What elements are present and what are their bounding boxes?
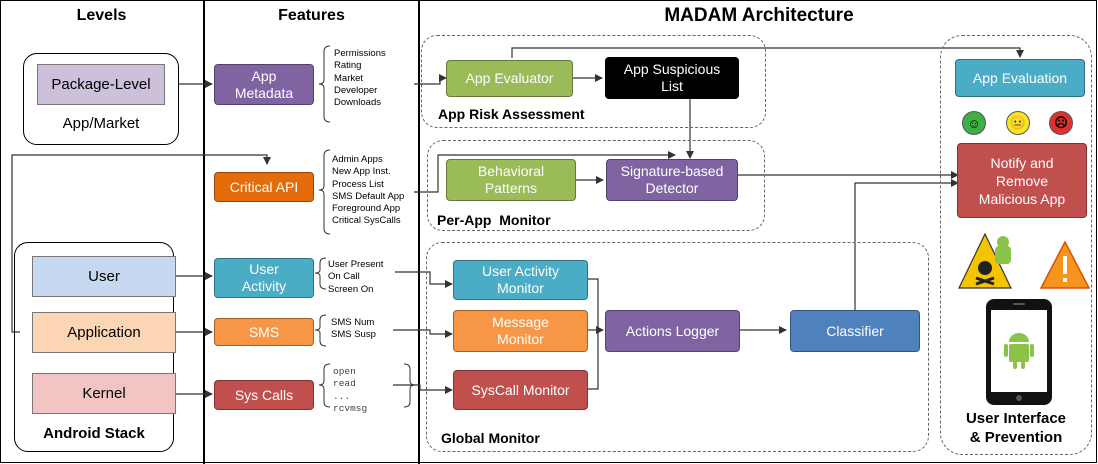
app-risk-assessment-label: App Risk Assessment: [438, 106, 585, 122]
warning-triangle-icon: [1039, 240, 1090, 289]
brace-api: [318, 149, 331, 235]
app-suspicious-list-box: App Suspicious List: [605, 57, 739, 99]
brace-metadata: [318, 45, 331, 123]
notify-remove-box: Notify and Remove Malicious App: [957, 143, 1087, 218]
metadata-list: Permissions Rating Market Developer Down…: [334, 48, 386, 109]
sys-calls-box: Sys Calls: [214, 380, 314, 410]
message-monitor-box: Message Monitor: [453, 310, 588, 352]
kernel-level-box: Kernel: [32, 373, 176, 414]
syscall-list: open read ... rcvmsg: [333, 366, 368, 414]
line-activity-merge: [588, 278, 599, 330]
brace-sms: [314, 314, 327, 347]
smartphone-icon: [986, 299, 1052, 405]
neutral-face-icon: 😐: [1006, 111, 1030, 135]
brace-syscall-right: [403, 363, 416, 408]
sms-box: SMS: [214, 318, 314, 346]
classifier-box: Classifier: [790, 310, 920, 352]
arrow-activity-monitor: [395, 271, 453, 288]
global-monitor-label: Global Monitor: [441, 430, 540, 446]
ui-prevention-label: User Interface & Prevention: [965, 410, 1067, 446]
android-icon: [1004, 333, 1034, 369]
app-evaluator-box: App Evaluator: [446, 60, 573, 97]
ui-prevention-frame: [940, 35, 1092, 455]
user-level-box: User: [32, 256, 176, 297]
arrow-classifier-notify: [854, 179, 959, 310]
per-app-monitor-frame: [427, 140, 765, 231]
user-activity-box: User Activity: [214, 258, 314, 298]
warning-icons: [958, 232, 1090, 289]
arrow-api-per-app: [414, 151, 676, 193]
per-app-monitor-label: Per-App Monitor: [437, 212, 551, 228]
brace-syscall: [318, 363, 331, 408]
app-market-frame: [23, 53, 179, 145]
sad-face-icon: ☹: [1049, 111, 1073, 135]
package-level-box: Package-Level: [37, 64, 165, 105]
user-activity-monitor-box: User Activity Monitor: [453, 260, 588, 300]
sms-list: SMS Num SMS Susp: [331, 317, 376, 341]
architecture-header: MADAM Architecture: [664, 5, 854, 26]
arrow-list-evaluator: [414, 74, 447, 85]
app-metadata-box: App Metadata: [214, 64, 314, 105]
syscall-monitor-box: SysCall Monitor: [453, 370, 588, 410]
signature-detector-box: Signature-based Detector: [606, 159, 738, 201]
arrow-evaluator-appevaluation: [511, 47, 1024, 58]
app-evaluation-box: App Evaluation: [955, 59, 1085, 97]
critical-api-box: Critical API: [214, 172, 314, 202]
behavioral-patterns-box: Behavioral Patterns: [446, 159, 576, 201]
happy-face-icon: ☺: [962, 111, 986, 135]
levels-header: Levels: [76, 7, 127, 24]
actions-logger-box: Actions Logger: [605, 310, 740, 352]
android-hazard-icon: [958, 232, 1012, 289]
app-market-label: App/Market: [62, 115, 140, 132]
app-risk-assessment-frame: [421, 35, 766, 128]
line-syscall-merge: [588, 330, 599, 390]
divider-levels-features: [203, 0, 205, 464]
arrow-syscalls-monitor: [393, 384, 453, 394]
brace-activity: [314, 257, 327, 290]
android-stack-label: Android Stack: [43, 425, 145, 442]
user-activity-list: User Present On Call Screen On: [328, 259, 384, 295]
features-header: Features: [278, 7, 345, 24]
arrow-sms-monitor: [393, 329, 453, 338]
divider-features-architecture: [418, 0, 420, 464]
application-level-box: Application: [32, 312, 176, 353]
global-monitor-frame: [426, 242, 929, 452]
critical-api-list: Admin Apps New App Inst. Process List SM…: [332, 154, 405, 227]
